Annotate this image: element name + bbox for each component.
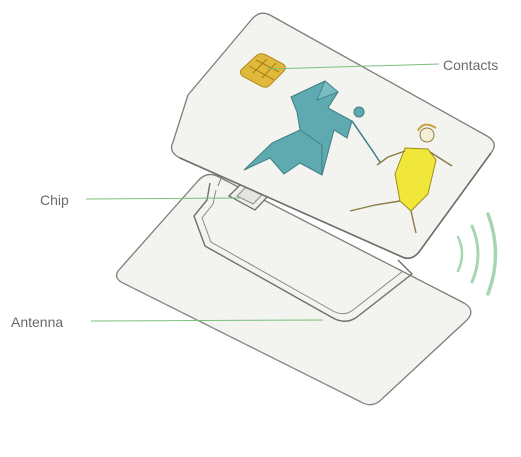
- chip-label: Chip: [40, 193, 69, 207]
- signal-waves-icon: [458, 214, 496, 294]
- antenna-label: Antenna: [11, 315, 63, 329]
- contacts-label: Contacts: [443, 58, 498, 72]
